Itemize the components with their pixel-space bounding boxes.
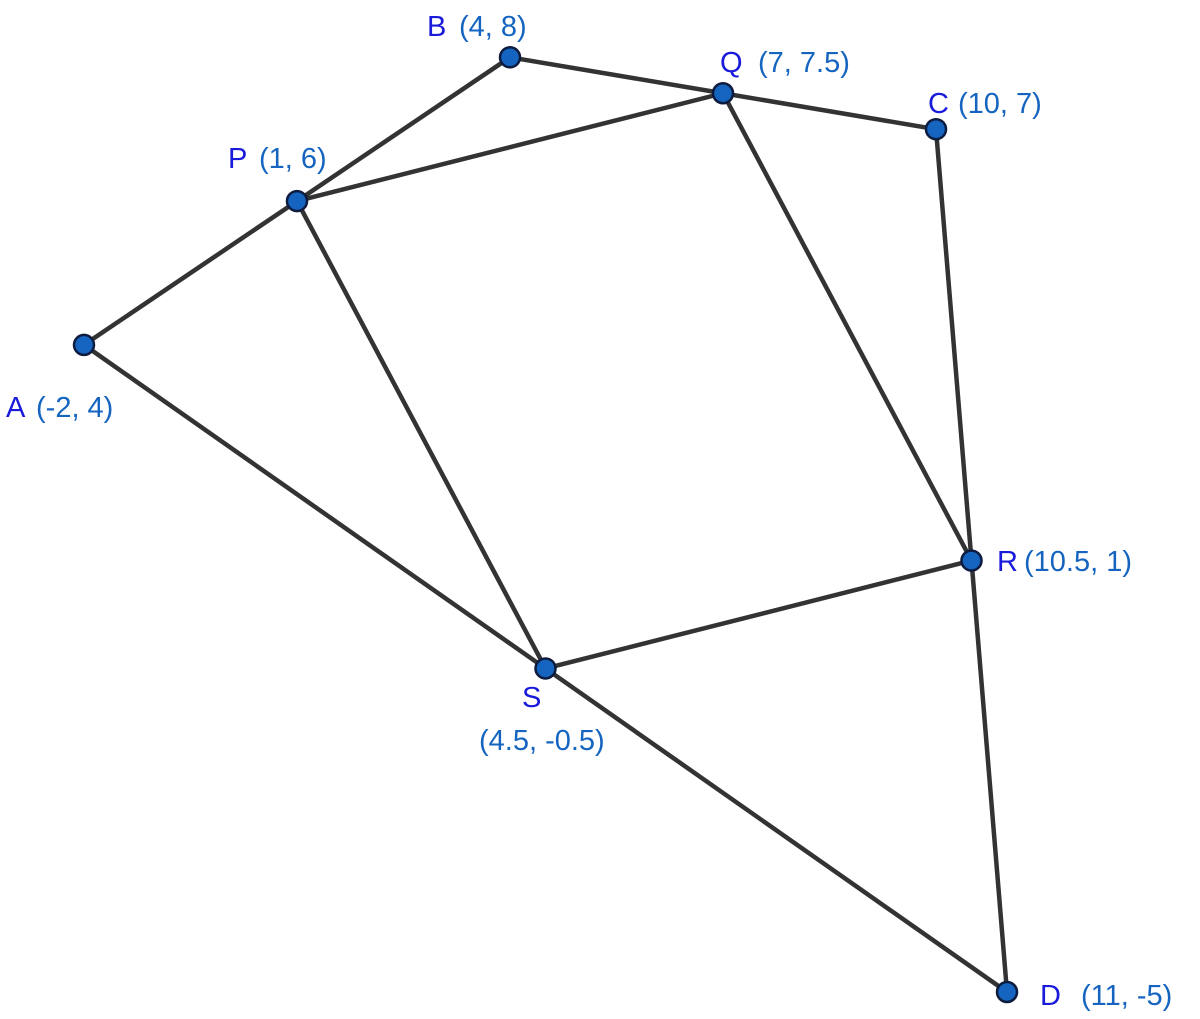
point-label-d-name: D xyxy=(1040,980,1061,1012)
segment-sa xyxy=(81,342,548,671)
point-a[interactable] xyxy=(72,333,96,357)
point-label-c-name: C xyxy=(928,88,949,120)
point-label-r-name: R xyxy=(997,546,1018,578)
point-label-q-name: Q xyxy=(720,47,743,79)
segment-rd xyxy=(969,558,1010,995)
point-label-s-name: S xyxy=(522,682,541,714)
points-layer xyxy=(72,46,1019,1004)
point-label-p-name: P xyxy=(228,143,247,175)
point-label-b-name: B xyxy=(427,11,446,43)
segment-cr xyxy=(933,126,974,563)
point-label-q-coords: (7, 7.5) xyxy=(758,47,850,79)
segments-layer xyxy=(81,55,1010,995)
point-label-p-coords: (1, 6) xyxy=(259,143,327,175)
point-label-a-coords: (-2, 4) xyxy=(36,392,113,424)
point-d[interactable] xyxy=(995,980,1019,1004)
segment-ap xyxy=(81,198,300,348)
point-label-s-coords: (4.5, -0.5) xyxy=(479,725,605,757)
point-label-r-coords: (10.5, 1) xyxy=(1024,546,1132,578)
segment-pq xyxy=(294,91,726,204)
segment-pb xyxy=(294,55,513,204)
segment-qr xyxy=(720,91,974,563)
point-s[interactable] xyxy=(534,657,557,680)
segment-ds xyxy=(543,666,1010,995)
point-r[interactable] xyxy=(960,549,983,572)
point-c[interactable] xyxy=(924,117,948,141)
point-label-a-name: A xyxy=(6,392,26,424)
point-b[interactable] xyxy=(498,46,522,69)
point-q[interactable] xyxy=(711,82,735,105)
segment-rs xyxy=(543,558,974,671)
segment-sp xyxy=(294,198,548,671)
point-label-c-coords: (10, 7) xyxy=(958,88,1042,120)
point-label-b-coords: (4, 8) xyxy=(459,11,527,43)
labels-layer: A (-2, 4) B (4, 8) C (10, 7) D (11, -5) … xyxy=(6,11,1172,1012)
segment-bq xyxy=(507,55,726,96)
point-p[interactable] xyxy=(285,189,309,213)
point-label-d-coords: (11, -5) xyxy=(1081,980,1172,1012)
segment-qc xyxy=(720,91,939,132)
